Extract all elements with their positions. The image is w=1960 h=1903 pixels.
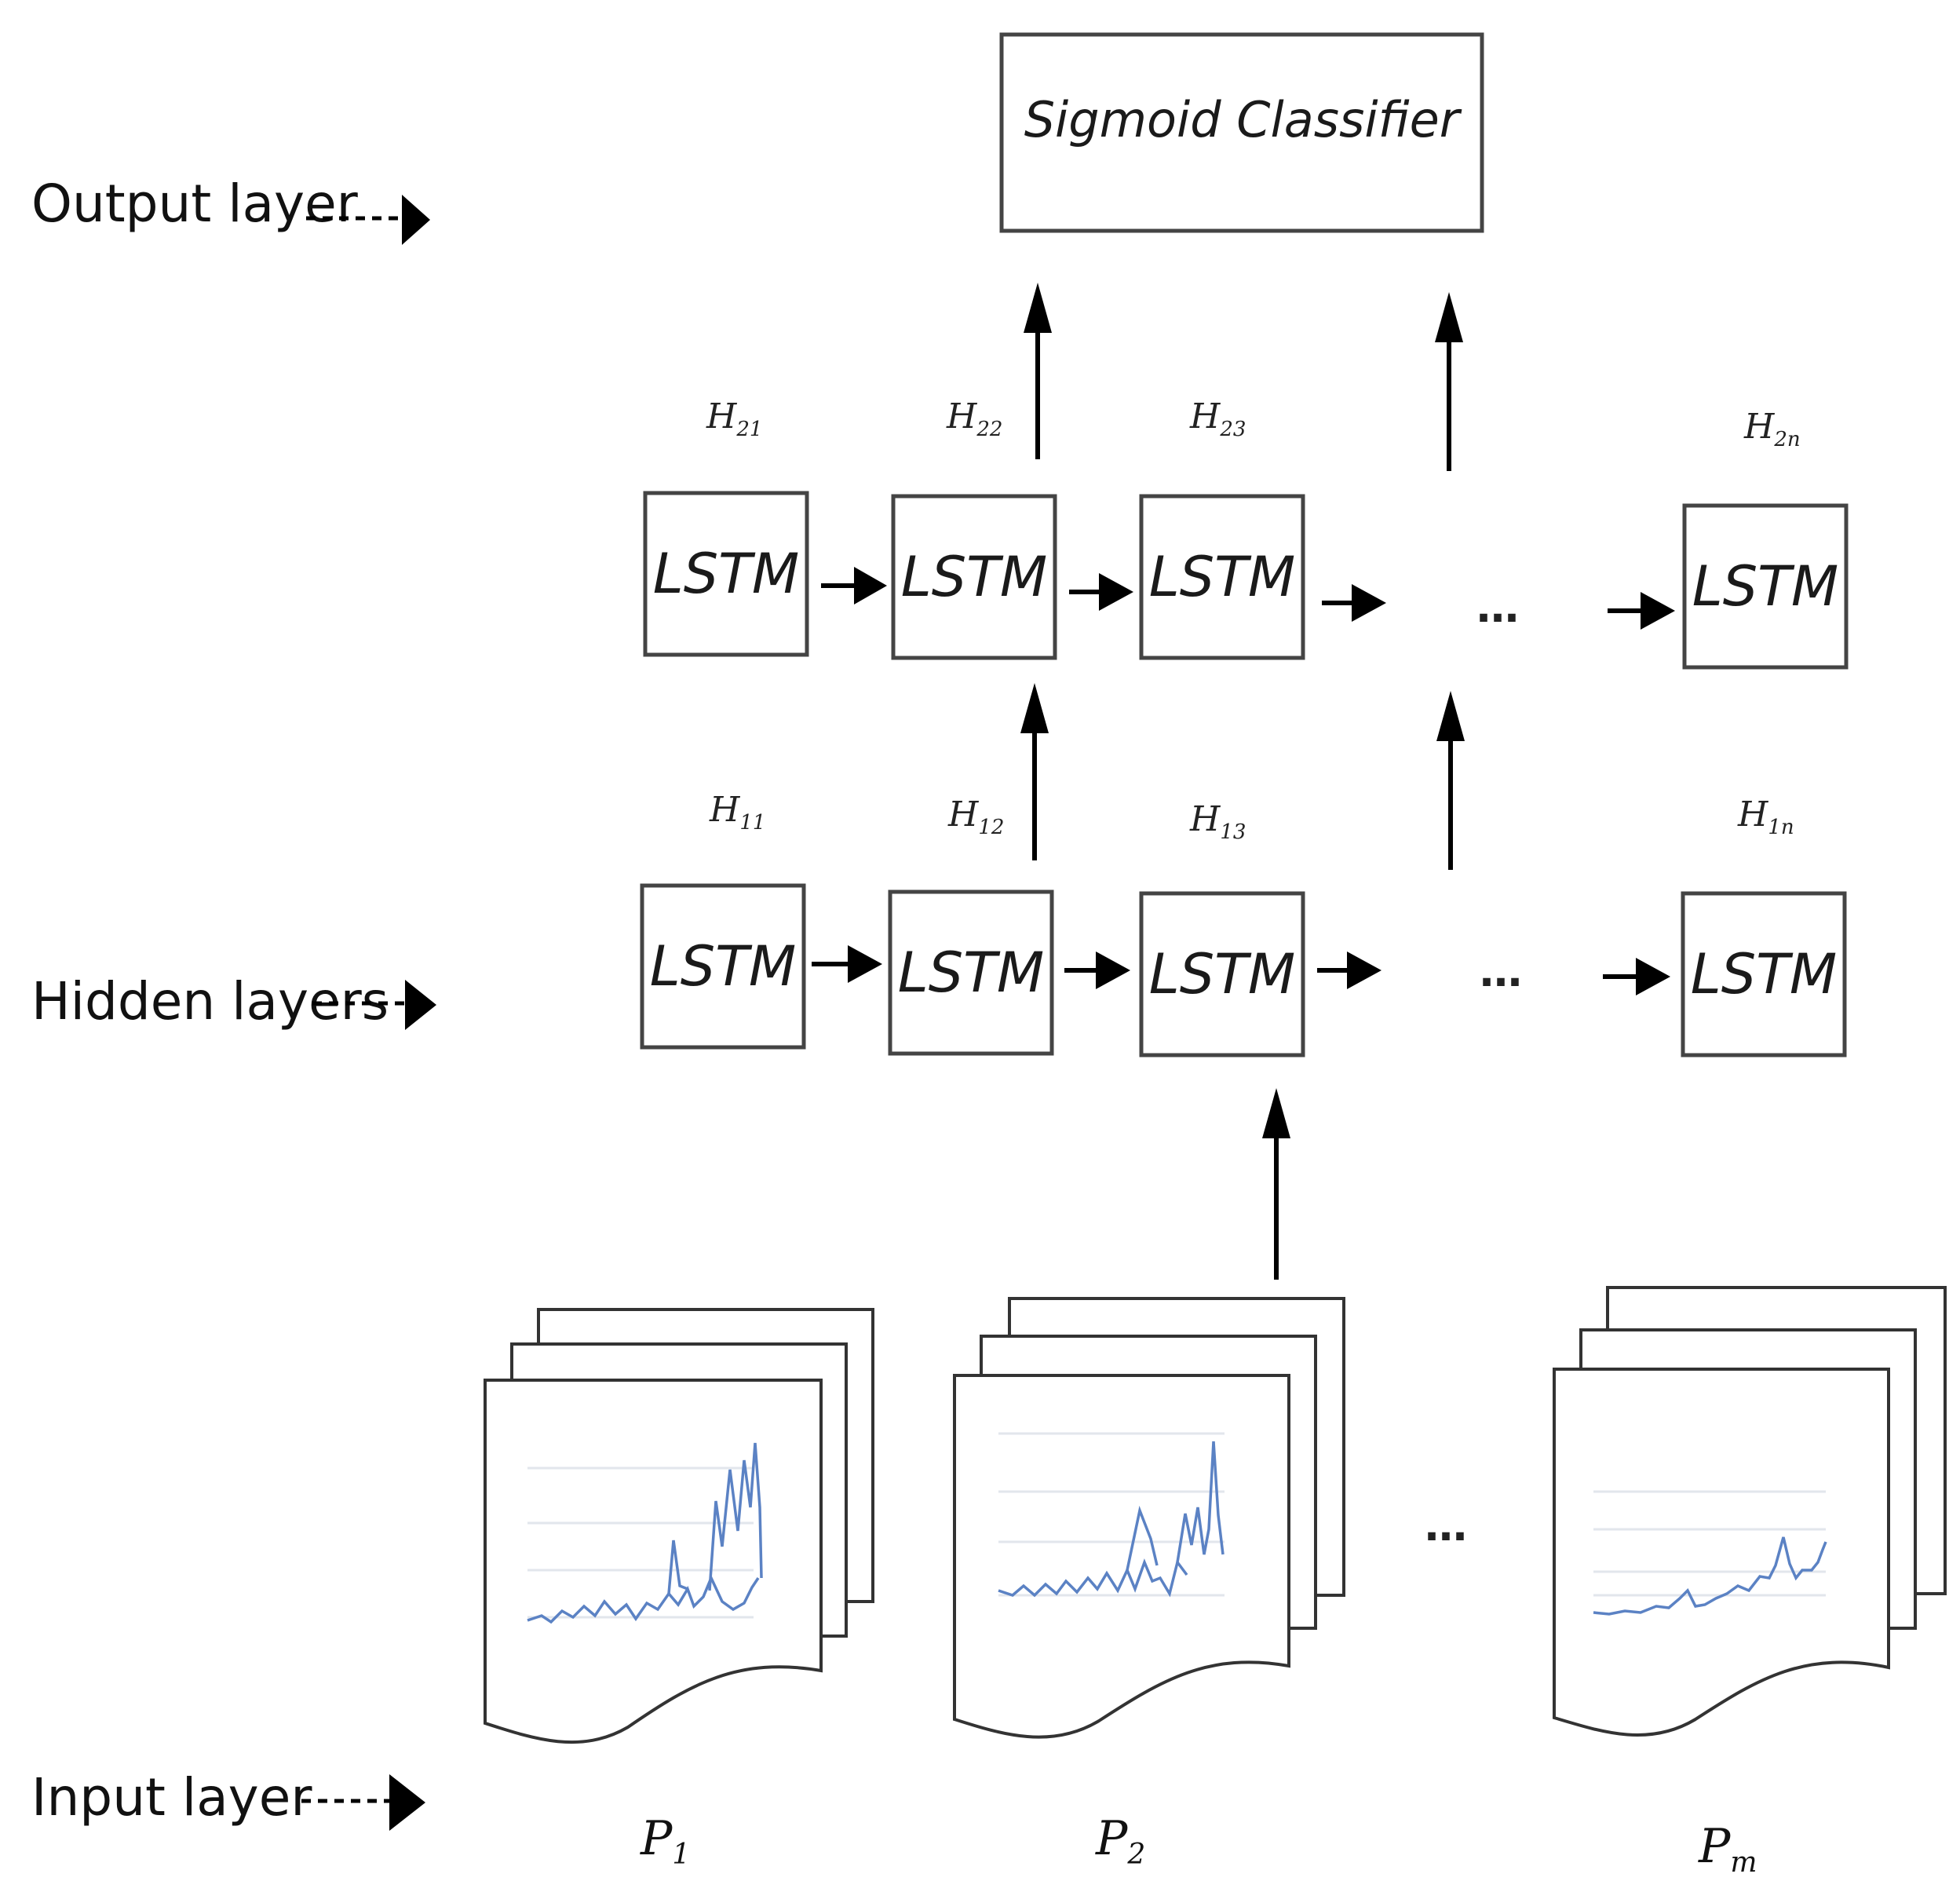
hidden-state-label: H1n	[1737, 794, 1794, 839]
lstm-cell: LSTM	[1139, 494, 1305, 660]
arrowhead	[1352, 584, 1386, 622]
svg-text:LSTM: LSTM	[1149, 545, 1296, 609]
document-page	[953, 1374, 1290, 1739]
arrowhead	[1436, 691, 1465, 741]
input-label-p1: P1	[640, 1811, 690, 1871]
arrowhead	[1347, 952, 1381, 989]
signal-plot	[527, 1574, 760, 1624]
hidden-layers-arrowhead	[405, 980, 436, 1030]
svg-text:LSTM: LSTM	[1691, 942, 1838, 1006]
ellipsis: …	[1425, 1501, 1467, 1551]
arrowhead	[1096, 952, 1130, 989]
svg-text:LSTM: LSTM	[1149, 942, 1296, 1006]
hidden-state-label: H12	[947, 794, 1004, 839]
arrowhead	[848, 945, 882, 983]
lstm-cell: LSTM	[640, 883, 806, 1050]
arrowhead	[1636, 958, 1670, 995]
hidden-state-label: H13	[1189, 799, 1246, 844]
lstm-layer-1: H11 H12 H13 H1n LSTM LSTM LSTM LSTM …	[640, 790, 1847, 1057]
input-document-stack-p1	[484, 1308, 874, 1744]
document-page	[484, 1379, 823, 1744]
input-label-pm: Pm	[1698, 1819, 1757, 1879]
lstm-cell: LSTM	[643, 491, 809, 657]
svg-text:LSTM: LSTM	[898, 941, 1045, 1005]
arrowhead	[1641, 592, 1675, 630]
input-label-p2: P2	[1095, 1811, 1145, 1871]
input-document-stack-p2	[953, 1297, 1345, 1739]
input-layer-arrowhead	[389, 1774, 425, 1831]
svg-text:LSTM: LSTM	[653, 542, 800, 606]
hidden-state-label: H2n	[1743, 407, 1801, 451]
svg-text:LSTM: LSTM	[650, 934, 797, 999]
input-layer-label: Input layer	[31, 1767, 312, 1828]
lstm-cell: LSTM	[888, 889, 1054, 1056]
sigmoid-classifier-box: Sigmoid Classifier	[999, 32, 1484, 233]
output-layer-label: Output layer	[31, 173, 359, 234]
lstm-cell: LSTM	[1682, 503, 1849, 670]
output-layer-arrowhead	[402, 195, 430, 245]
arrowhead	[1024, 283, 1052, 333]
arrowhead	[1020, 683, 1049, 733]
lstm-cell: LSTM	[1139, 891, 1305, 1057]
hidden-state-label: H11	[709, 790, 765, 835]
signal-plot	[998, 1558, 1188, 1598]
input-document-stack-pm	[1553, 1286, 1947, 1737]
hidden-state-label: H22	[946, 396, 1002, 441]
svg-text:LSTM: LSTM	[1692, 554, 1839, 619]
svg-text:LSTM: LSTM	[901, 545, 1048, 609]
arrowhead	[1262, 1088, 1290, 1138]
ellipsis: …	[1480, 947, 1522, 996]
signal-plot	[1593, 1536, 1827, 1616]
sigmoid-classifier-label: Sigmoid Classifier	[1024, 91, 1462, 148]
document-page	[1553, 1368, 1890, 1737]
arrowhead	[1099, 573, 1133, 611]
hidden-state-label: H23	[1189, 396, 1246, 441]
ellipsis: …	[1476, 583, 1519, 632]
lstm-cell: LSTM	[1681, 891, 1847, 1057]
arrowhead	[1435, 292, 1463, 342]
arrowhead	[854, 567, 887, 605]
hidden-state-label: H21	[706, 396, 762, 441]
lstm-cell: LSTM	[891, 494, 1057, 660]
lstm-layer-2: H21 H22 H23 H2n LSTM LSTM LSTM LSTM …	[643, 396, 1849, 670]
